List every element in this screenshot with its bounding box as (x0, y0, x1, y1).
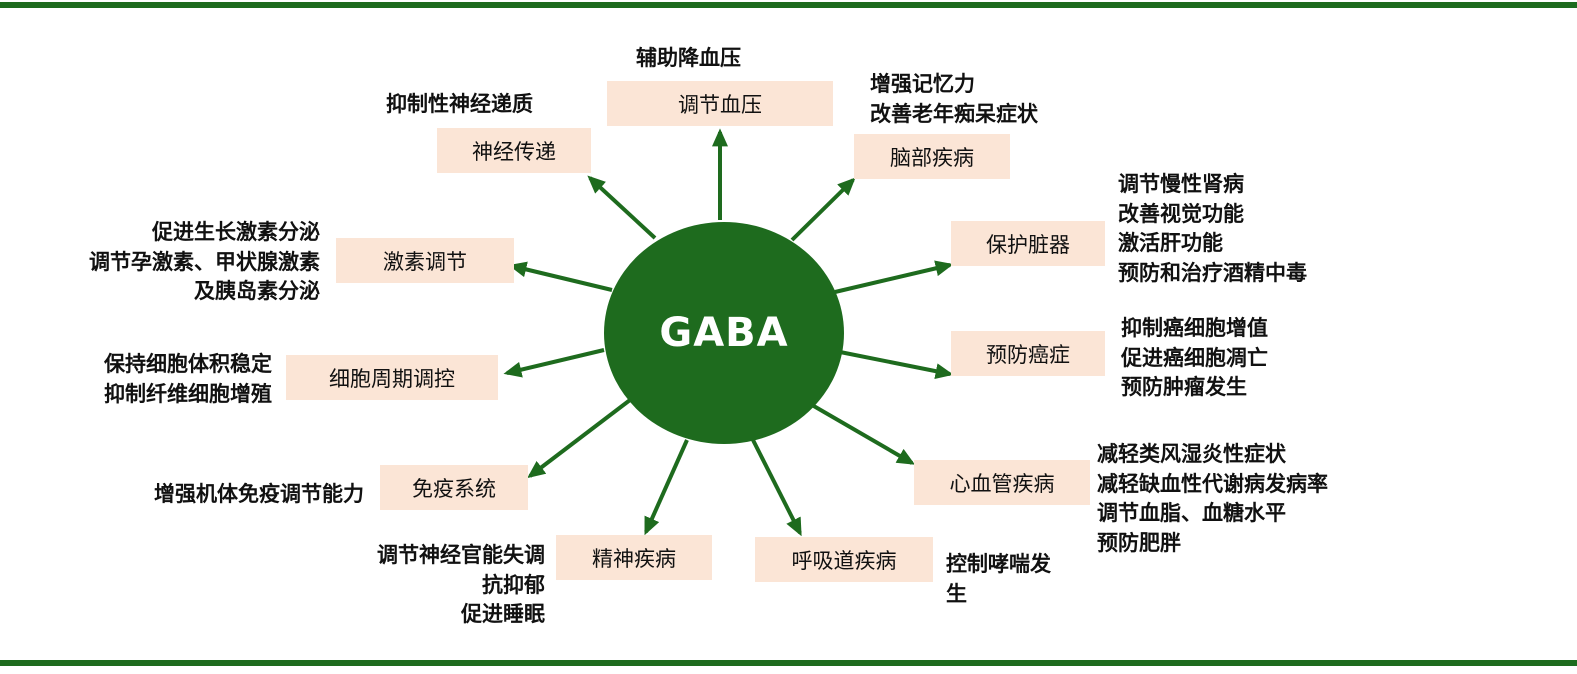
arrow-immune (527, 398, 632, 479)
detail-neuro: 抑制性神经递质 (386, 90, 533, 120)
arrow-mental (644, 439, 689, 536)
detail-line: 促进癌细胞凋亡 (1121, 345, 1268, 370)
detail-line: 促进生长激素分泌 (152, 220, 320, 244)
detail-line: 调节孕激素、甲状腺激素 (89, 249, 320, 274)
detail-cell-cycle: 保持细胞体积稳定 抑制纤维细胞增殖 (104, 350, 272, 409)
box-organs: 保护脏器 (951, 221, 1105, 266)
bottom-border (0, 660, 1577, 666)
detail-line: 预防和治疗酒精中毒 (1118, 260, 1307, 285)
arrow-neuro (587, 175, 657, 240)
arrow-organs (834, 260, 954, 294)
detail-line: 预防肿瘤发生 (1121, 375, 1247, 399)
detail-line: 控制哮喘发 (946, 552, 1051, 576)
detail-line: 抑制性神经递质 (386, 92, 533, 116)
detail-cardio: 减轻类风湿炎性症状 减轻缺血性代谢病发病率 调节血脂、血糖水平 预防肥胖 (1097, 440, 1328, 558)
box-blood-pressure: 调节血压 (607, 81, 833, 126)
detail-line: 改善视觉功能 (1118, 201, 1244, 226)
arrow-brain (790, 177, 856, 242)
box-cancer: 预防癌症 (951, 331, 1105, 376)
detail-line: 抗抑郁 (482, 572, 545, 597)
detail-brain: 增强记忆力 改善老年痴呆症状 (870, 70, 1038, 129)
box-neuro: 神经传递 (437, 128, 591, 173)
box-cell-cycle: 细胞周期调控 (286, 355, 498, 400)
gaba-hub: GABA (604, 222, 844, 444)
box-hormone: 激素调节 (336, 238, 514, 283)
detail-line: 辅助降血压 (636, 46, 741, 70)
detail-line: 调节慢性肾病 (1118, 172, 1244, 196)
box-respiratory: 呼吸道疾病 (755, 537, 933, 582)
detail-hormone: 促进生长激素分泌 调节孕激素、甲状腺激素 及胰岛素分泌 (89, 218, 320, 307)
detail-line: 增强记忆力 (870, 72, 975, 96)
detail-line: 改善老年痴呆症状 (870, 101, 1038, 126)
top-border (0, 2, 1577, 8)
detail-line: 抑制癌细胞增值 (1121, 316, 1268, 340)
detail-blood-pressure: 辅助降血压 (636, 44, 741, 74)
detail-line: 抑制纤维细胞增殖 (104, 381, 272, 406)
arrow-cancer (839, 350, 954, 380)
box-mental: 精神疾病 (556, 535, 712, 580)
detail-line: 调节血脂、血糖水平 (1097, 501, 1286, 525)
detail-line: 减轻缺血性代谢病发病率 (1097, 471, 1328, 496)
detail-line: 及胰岛素分泌 (194, 279, 320, 303)
detail-line: 增强机体免疫调节能力 (154, 482, 364, 506)
detail-line: 调节神经官能失调 (377, 543, 545, 567)
detail-line: 激活肝功能 (1118, 231, 1223, 255)
box-cardio: 心血管疾病 (914, 460, 1090, 505)
arrow-cardio (810, 403, 916, 465)
detail-line: 减轻类风湿炎性症状 (1097, 442, 1286, 466)
box-immune: 免疫系统 (380, 465, 528, 510)
hub-label: GABA (659, 310, 789, 356)
detail-line: 预防肥胖 (1097, 530, 1181, 555)
detail-organs: 调节慢性肾病 改善视觉功能 激活肝功能 预防和治疗酒精中毒 (1118, 170, 1307, 288)
box-brain: 脑部疾病 (854, 134, 1010, 179)
detail-respiratory: 控制哮喘发 生 (946, 550, 1051, 609)
detail-line: 保持细胞体积稳定 (104, 352, 272, 376)
detail-immune: 增强机体免疫调节能力 (154, 480, 364, 510)
detail-cancer: 抑制癌细胞增值 促进癌细胞凋亡 预防肿瘤发生 (1121, 314, 1268, 403)
arrow-cell-cycle (503, 348, 605, 378)
detail-mental: 调节神经官能失调 抗抑郁 促进睡眠 (377, 541, 545, 630)
detail-line: 生 (946, 581, 967, 606)
arrow-respiratory (750, 437, 802, 537)
arrow-hormone (508, 261, 613, 292)
detail-line: 促进睡眠 (461, 602, 545, 626)
